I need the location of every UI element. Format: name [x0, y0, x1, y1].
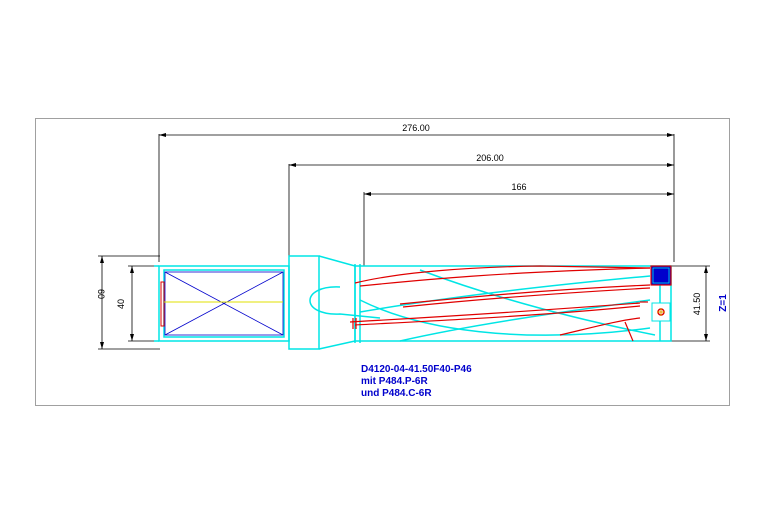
dim-diameter-drill: 41.50 [692, 293, 702, 316]
cutting-insert-central [651, 302, 671, 322]
dim-short-length: 166 [511, 182, 526, 192]
flange [288, 255, 361, 350]
designation-line-2: mit P484.P-6R [361, 376, 428, 387]
cutting-insert-peripheral [650, 265, 672, 286]
dim-diameter-outer: 60 [96, 289, 106, 299]
dim-diameter-shank: 40 [116, 299, 126, 309]
dimension-lines [98, 134, 710, 350]
designation-line-1: D4120-04-41.50F40-P46 [361, 364, 472, 375]
shank-flat [160, 271, 284, 336]
designation-line-3: und P484.C-6R [361, 388, 432, 399]
dimension-arrows [100, 133, 708, 349]
dim-total-length: 276.00 [402, 123, 430, 133]
teeth-count: Z=1 [718, 294, 729, 312]
designation: D4120-04-41.50F40-P46 mit P484.P-6R und … [361, 364, 472, 399]
drill-body [309, 265, 672, 342]
flutes [349, 265, 651, 342]
dim-mid-length: 206.00 [476, 153, 504, 163]
drawing-frame [35, 118, 730, 406]
